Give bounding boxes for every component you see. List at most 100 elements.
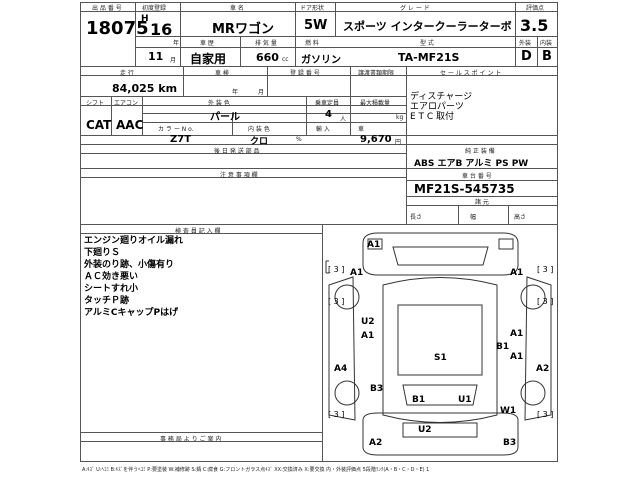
rule (406, 196, 558, 197)
inspector-remarks: エンジン廻りオイル漏れ 下廻りＳ 外装のり跡、小傷有り ＡＣ効き悪い シートすれ… (84, 235, 183, 319)
first-reg-label: 初度登録 (142, 5, 167, 12)
lot-label: 出 品 番 号 (92, 5, 122, 12)
damage-mark: U2 (361, 317, 375, 327)
shift: CAT (86, 118, 112, 132)
damage-mark: A1 (510, 352, 524, 362)
int-label: 内装 (540, 40, 553, 47)
rule (142, 122, 406, 123)
aftermarket-label: 後 日 発 送 部 品 (214, 148, 260, 155)
rule (142, 113, 406, 114)
month-unit: 月 (170, 57, 177, 64)
rule (350, 66, 351, 96)
int-color-label: 内 装 色 (248, 126, 270, 133)
car-name-label: 車 名 (230, 5, 244, 12)
remark-line: タッチＰ跡 (84, 296, 130, 306)
int-color: クロ (250, 137, 269, 147)
model: TA-MF21S (398, 51, 460, 64)
rule (406, 66, 407, 224)
width-label: 幅 (470, 214, 477, 221)
rule (80, 177, 406, 178)
int-score: B (542, 49, 552, 64)
rule (80, 233, 322, 234)
load-unit: kg (396, 114, 404, 121)
rule (232, 113, 233, 135)
reg-month: 11 (148, 50, 164, 63)
shaken-label: 車 検 (215, 70, 229, 77)
damage-mark: A2 (369, 438, 383, 448)
grade-label: グ レ ー ド (400, 5, 430, 12)
remark-line: 外装のり跡、小傷有り (84, 260, 175, 270)
rule (80, 66, 558, 67)
rule (322, 224, 323, 462)
usage: 自家用 (190, 52, 227, 66)
sales-points: ディスチャージ エアロパーツ E T C 取付 (410, 92, 472, 122)
remark-line: ＡＣ効き悪い (84, 272, 139, 282)
color-label: 外 装 色 (208, 100, 230, 107)
length-label: 長さ (410, 214, 423, 221)
rule (180, 2, 181, 66)
rule (80, 135, 558, 136)
sales-point-item: エアロパーツ (410, 102, 464, 112)
bracket-marker: [ 3 ] (537, 265, 554, 274)
inspector-label: 検 査 員 記 入 欄 (175, 228, 221, 235)
fuel: ガソリン (301, 55, 341, 66)
bracket-marker: [ 3 ] (537, 410, 554, 419)
bracket-value: 3 (542, 410, 548, 419)
rule (80, 105, 406, 106)
remark-line: シートすれ小 (84, 284, 139, 294)
rule (537, 36, 538, 66)
bracket-marker: [ 3 ] (328, 297, 345, 306)
color: パール (210, 112, 240, 123)
notes-label: 注 意 事 項 欄 (220, 172, 258, 179)
bracket-marker: [ 3 ] (328, 265, 345, 274)
rule (80, 75, 558, 76)
import-unit: 車 (358, 126, 365, 133)
damage-mark: B1 (412, 395, 426, 405)
rule (80, 153, 406, 154)
proof-deadline-label: 譲渡書類期限 (358, 70, 395, 77)
grade: スポーツ インタークーラーターボ (343, 20, 512, 33)
rule (80, 441, 322, 442)
damage-mark: U2 (418, 425, 432, 435)
equipment: ABS エアB アルミ PS PW (414, 159, 529, 169)
rule (458, 205, 459, 224)
damage-mark: A1 (350, 268, 364, 278)
chassis-number: MF21S-545735 (414, 182, 515, 196)
door-type: 5W (304, 18, 328, 33)
model-label: 型 式 (420, 40, 434, 47)
rule (267, 66, 268, 96)
height-label: 高さ (514, 214, 527, 221)
damage-mark: A4 (334, 364, 348, 374)
damage-mark: A1 (510, 329, 524, 339)
rule (306, 96, 307, 135)
rule (350, 96, 351, 135)
remark-line: アルミCキャップPはげ (84, 308, 179, 318)
bracket-marker: [ 3 ] (328, 410, 345, 419)
score: 3.5 (520, 16, 549, 35)
sales-point-item: ディスチャージ (410, 92, 473, 102)
reg-year: 16 (150, 20, 173, 39)
damage-mark: A2 (536, 364, 550, 374)
chassis-label: 車 台 番 号 (462, 173, 492, 180)
rule (406, 180, 558, 181)
disp-label: 排 気 量 (255, 40, 277, 47)
bracket-value: 3 (542, 297, 548, 306)
sales-points-label: セ ー ル ス ポ イ ン ト (440, 70, 502, 77)
shaken-year-unit: 年 (232, 89, 239, 96)
dims-label: 諸 元 (475, 199, 489, 206)
lot-number: 18075 (86, 18, 149, 39)
load-label: 最大積載量 (360, 100, 391, 107)
rule (80, 11, 558, 12)
history-label: 車 歴 (200, 40, 214, 47)
bracket-value: 3 (333, 297, 339, 306)
ext-score: D (521, 49, 532, 64)
sales-point-item: E T C 取付 (410, 112, 455, 122)
capacity-label: 乗車定員 (315, 100, 340, 107)
door-label: ドア形状 (300, 5, 325, 12)
office-label: 事 務 局 よ り ご 案 内 (160, 436, 222, 443)
score-label: 評価点 (526, 5, 545, 12)
shift-label: シフト (86, 100, 105, 107)
percent-sign: % (296, 136, 302, 143)
year-unit: 年 (173, 40, 180, 47)
rule (80, 96, 406, 97)
